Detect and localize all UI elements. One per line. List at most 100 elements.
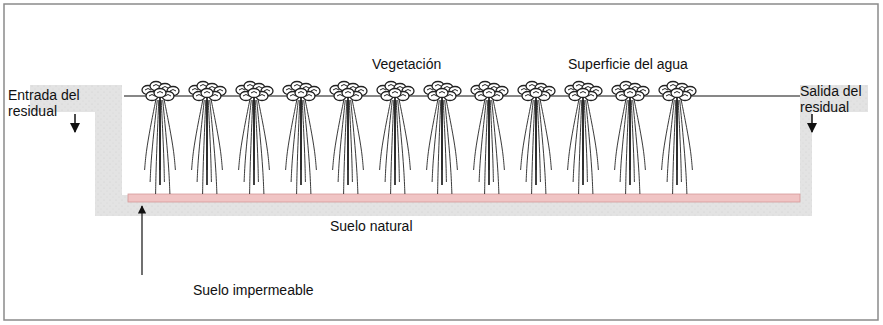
stem: [629, 96, 631, 185]
leaf-vein: [256, 87, 262, 89]
leaf-vein: [264, 90, 270, 92]
root: [380, 100, 391, 170]
root: [492, 100, 499, 194]
leaf-vein: [435, 85, 441, 87]
leaf-vein: [286, 89, 292, 91]
frame: [4, 4, 878, 320]
stem: [394, 96, 396, 185]
leaf-vein: [627, 92, 633, 94]
leaf-vein: [170, 90, 176, 92]
leaf-vein: [239, 89, 245, 91]
leaf-vein: [491, 87, 497, 89]
root: [192, 100, 203, 170]
inlet-arrow: [74, 114, 76, 132]
root: [286, 100, 297, 170]
leaf: [248, 89, 260, 98]
leaf-vein: [341, 85, 347, 87]
root: [344, 100, 347, 194]
root: [211, 100, 222, 170]
root: [680, 100, 687, 194]
leaf-vein: [585, 87, 591, 89]
basin: [122, 85, 800, 195]
root: [210, 100, 217, 194]
leaf-vein: [533, 92, 539, 94]
leaf-vein: [298, 92, 304, 94]
leaf-vein: [662, 89, 668, 91]
leaf-vein: [499, 90, 505, 92]
root: [399, 100, 410, 170]
plant: [189, 82, 226, 195]
leaf-vein: [204, 92, 210, 94]
stem: [347, 96, 349, 185]
root: [568, 100, 579, 170]
leaf-vein: [623, 85, 629, 87]
leaf: [671, 89, 683, 98]
root: [163, 100, 170, 194]
stem: [488, 96, 490, 185]
leaf-vein: [162, 87, 168, 89]
leaf-vein: [444, 87, 450, 89]
natural-soil-label: Suelo natural: [330, 218, 460, 234]
root: [391, 100, 394, 194]
leaf-vein: [439, 92, 445, 94]
leaf-vein: [388, 85, 394, 87]
leaf-vein: [427, 89, 433, 91]
leaf-vein: [687, 90, 693, 92]
root: [615, 100, 626, 170]
leaf-vein: [486, 92, 492, 94]
leaf-vein: [153, 85, 159, 87]
root: [587, 100, 598, 170]
root: [445, 100, 452, 194]
leaf-vein: [632, 87, 638, 89]
plant: [612, 82, 649, 195]
impermeable-soil-label: Suelo impermeable: [193, 282, 363, 298]
leaf-vein: [209, 87, 215, 89]
leaf: [389, 89, 401, 98]
leaf-vein: [303, 87, 309, 89]
root: [203, 100, 206, 194]
stem: [159, 96, 161, 185]
plant: [565, 82, 602, 195]
leaf-vein: [333, 89, 339, 91]
leaf: [295, 89, 307, 98]
leaf: [342, 89, 354, 98]
leaf-vein: [576, 85, 582, 87]
root: [164, 100, 175, 170]
stem: [206, 96, 208, 185]
plant: [518, 82, 555, 195]
leaf-vein: [192, 89, 198, 91]
leaf-vein: [294, 85, 300, 87]
root: [485, 100, 488, 194]
leaf-vein: [145, 89, 151, 91]
root: [438, 100, 441, 194]
leaf: [201, 89, 213, 98]
leaf-vein: [521, 89, 527, 91]
root: [446, 100, 457, 170]
leaf-vein: [640, 90, 646, 92]
plant: [377, 82, 414, 195]
leaf-vein: [546, 90, 552, 92]
stem: [535, 96, 537, 185]
ground: [30, 85, 868, 216]
leaf-vein: [474, 89, 480, 91]
stem: [676, 96, 678, 185]
leaf-vein: [350, 87, 356, 89]
leaf-vein: [157, 92, 163, 94]
root: [258, 100, 269, 170]
root: [156, 100, 159, 194]
root: [239, 100, 250, 170]
plant: [283, 82, 320, 195]
root: [662, 100, 673, 170]
inlet-label: Entrada del residual: [8, 87, 108, 119]
stem: [300, 96, 302, 185]
outlet-arrow: [811, 114, 813, 132]
plant: [471, 82, 508, 195]
root: [586, 100, 593, 194]
root: [626, 100, 629, 194]
leader-line: [141, 206, 142, 275]
leaf-vein: [482, 85, 488, 87]
root: [681, 100, 692, 170]
leaf-vein: [345, 92, 351, 94]
leaf-vein: [405, 90, 411, 92]
